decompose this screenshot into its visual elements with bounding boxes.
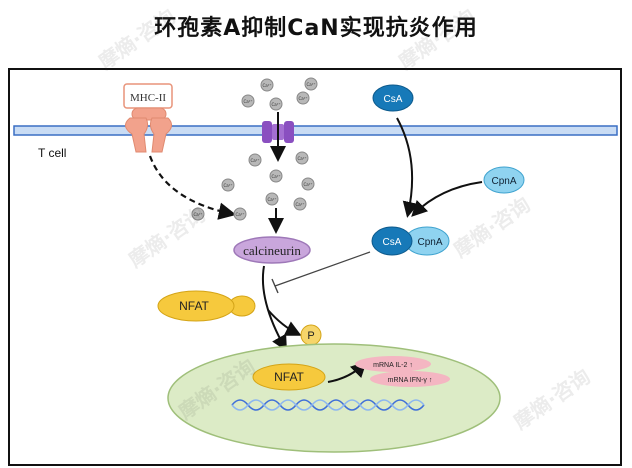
mhc-signal-arrow xyxy=(148,155,237,220)
nfat-nucleus: NFAT xyxy=(252,363,326,391)
cell-membrane xyxy=(13,125,618,136)
mrna-ifn-label: mRNA IFN-γ ↑ xyxy=(388,377,433,384)
svg-text:Ca²⁺: Ca²⁺ xyxy=(268,197,277,202)
svg-text:摩熵·咨询: 摩熵·咨询 xyxy=(124,202,210,272)
nfat-translocation-arrow xyxy=(261,265,287,352)
svg-text:Ca²⁺: Ca²⁺ xyxy=(307,82,316,87)
mrna-il2-node: mRNA IL-2 ↑ xyxy=(355,356,431,372)
svg-text:Ca²⁺: Ca²⁺ xyxy=(298,156,307,161)
phosphate-label: P xyxy=(307,330,314,342)
calcium-ions-extracellular: Ca²⁺ Ca²⁺ Ca²⁺ Ca²⁺ Ca²⁺ xyxy=(241,77,318,111)
csa-cpna-complex: CsA CpnA xyxy=(371,226,450,256)
dephosphorylation-arrow xyxy=(267,309,302,336)
csa-node: CsA xyxy=(372,84,414,112)
svg-text:Ca²⁺: Ca²⁺ xyxy=(296,202,305,207)
svg-text:Ca²⁺: Ca²⁺ xyxy=(299,96,308,101)
calcium-ions-intracellular: Ca²⁺ Ca²⁺ Ca²⁺ Ca²⁺ Ca²⁺ Ca²⁺ Ca²⁺ Ca²⁺ … xyxy=(191,151,315,221)
calcineurin-node: calcineurin xyxy=(233,236,311,264)
svg-text:摩熵·咨询: 摩熵·咨询 xyxy=(94,4,180,74)
svg-text:Ca²⁺: Ca²⁺ xyxy=(224,183,233,188)
complex-cpna-label: CpnA xyxy=(417,237,442,248)
calcineurin-label: calcineurin xyxy=(243,243,301,258)
dna-helix xyxy=(231,399,425,411)
svg-text:Ca²⁺: Ca²⁺ xyxy=(263,83,272,88)
calcium-channel xyxy=(262,121,294,143)
complex-csa-label: CsA xyxy=(383,237,402,248)
mhc-ii-label: MHC-II xyxy=(130,92,166,104)
svg-text:Ca²⁺: Ca²⁺ xyxy=(304,182,313,187)
t-cell-label: T cell xyxy=(38,146,66,160)
page-title: 环孢素A抑制CaN实现抗炎作用 xyxy=(154,16,478,41)
nfat-label: NFAT xyxy=(179,299,209,313)
nfat-cytoplasm: NFAT xyxy=(157,290,256,322)
cell-frame xyxy=(8,68,622,466)
cpna-binding-arrow xyxy=(411,181,483,217)
svg-text:Ca²⁺: Ca²⁺ xyxy=(272,174,281,179)
mhc-ii-receptor: MHC-II xyxy=(123,83,173,153)
svg-text:Ca²⁺: Ca²⁺ xyxy=(194,212,203,217)
nucleus xyxy=(167,343,501,453)
svg-text:Ca²⁺: Ca²⁺ xyxy=(251,158,260,163)
csa-binding-arrow xyxy=(396,117,419,218)
svg-text:Ca²⁺: Ca²⁺ xyxy=(272,102,281,107)
svg-text:Ca²⁺: Ca²⁺ xyxy=(244,99,253,104)
svg-text:Ca²⁺: Ca²⁺ xyxy=(236,212,245,217)
mrna-il2-label: mRNA IL-2 ↑ xyxy=(373,362,413,369)
phosphate-node: P xyxy=(300,324,322,346)
cpna-node: CpnA xyxy=(483,166,525,194)
mrna-ifn-node: mRNA IFN-γ ↑ xyxy=(370,371,450,387)
nfat-nucleus-label: NFAT xyxy=(274,370,304,384)
cpna-label: CpnA xyxy=(491,176,516,187)
svg-text:摩熵·咨询: 摩熵·咨询 xyxy=(509,364,595,434)
inhibition-line xyxy=(271,251,371,294)
svg-text:摩熵·咨询: 摩熵·咨询 xyxy=(449,192,535,262)
svg-text:摩熵·咨询: 摩熵·咨询 xyxy=(394,4,480,74)
csa-label: CsA xyxy=(384,94,403,105)
